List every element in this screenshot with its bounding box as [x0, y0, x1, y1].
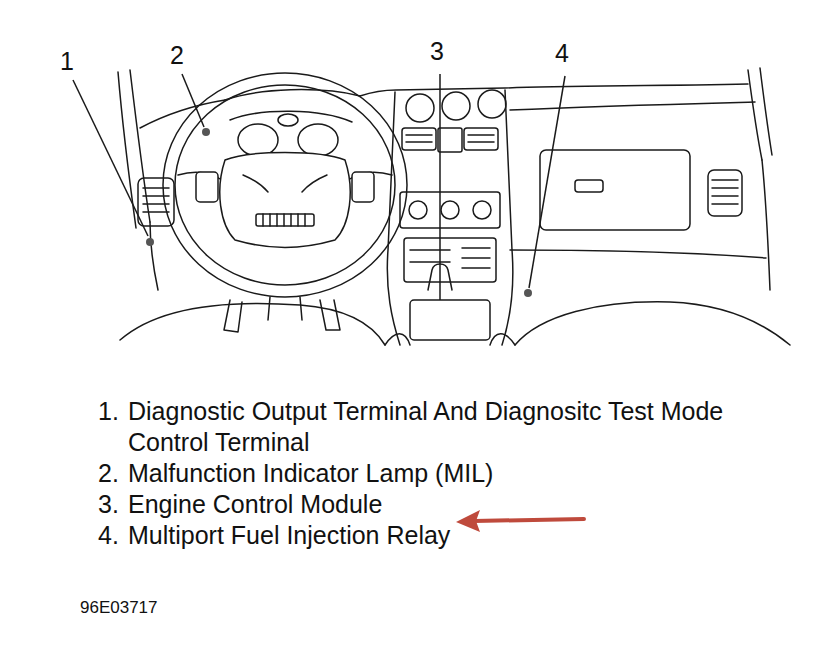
list-text: Engine Control Module: [128, 489, 448, 520]
glove-box-latch: [575, 180, 603, 192]
callout-number: 3: [430, 36, 444, 67]
leader-line: [182, 74, 204, 127]
a-pillar: [760, 68, 772, 155]
vent-slats: [406, 135, 494, 142]
dashboard-drawing: [118, 68, 790, 345]
leader-line: [529, 76, 565, 288]
console: [410, 300, 490, 340]
list-number-slot: 3.: [98, 489, 119, 520]
list-number: 2.: [98, 458, 119, 489]
list-number: 3.: [98, 489, 119, 520]
radio: [404, 238, 496, 282]
gauge: [298, 124, 338, 156]
relay-spot: [524, 289, 532, 297]
list-number-slot: 1.: [98, 396, 119, 427]
list-text-slot: Diagnostic Output Terminal And Diagnosit…: [128, 396, 788, 458]
dash-edge: [510, 102, 755, 110]
center-stack: [387, 90, 513, 345]
list-number: 4.: [98, 520, 119, 551]
seat-edge: [385, 334, 515, 345]
leader-line: [439, 74, 441, 300]
steering-hub: [220, 153, 350, 248]
diagnostic-terminal-spot: [146, 238, 154, 246]
list-text-slot: Multiport Fuel Injection Relay: [128, 520, 788, 551]
seat: [515, 302, 790, 345]
list-text-slot: Malfunction Indicator Lamp (MIL): [128, 458, 788, 489]
center-vent: [464, 128, 498, 150]
hazard-switch: [438, 128, 462, 152]
mil-spot: [202, 128, 210, 136]
list-text: Malfunction Indicator Lamp (MIL): [128, 458, 788, 489]
horn-grille: [256, 214, 314, 226]
callout-number-slot: 1: [60, 46, 74, 77]
callout-number-slot: 3: [430, 36, 444, 67]
list-number-slot: 4.: [98, 520, 119, 551]
steering-wheel-rim: [163, 73, 407, 297]
round-vent: [406, 94, 434, 122]
steering-column: [268, 297, 302, 320]
component-spots: [146, 128, 532, 297]
steering-wheel-rim: [175, 85, 395, 285]
callout-number: 1: [60, 46, 74, 77]
figure-code-slot: 96E03717: [80, 598, 158, 618]
dash-side: [762, 160, 770, 290]
knob: [409, 201, 427, 219]
a-pillar: [130, 70, 150, 222]
figure-code: 96E03717: [80, 598, 158, 618]
cluster: [230, 111, 352, 122]
right-vent: [708, 170, 742, 216]
knob: [441, 201, 459, 219]
seat: [120, 303, 385, 345]
dash-lower: [510, 250, 766, 258]
gauge: [238, 124, 278, 156]
knob: [473, 201, 491, 219]
leader-line: [73, 80, 148, 236]
callout-number-slot: 4: [555, 38, 569, 69]
vent-slats: [712, 180, 738, 204]
switch-pod: [196, 172, 218, 202]
round-vent: [478, 90, 506, 118]
list-text: Multiport Fuel Injection Relay: [128, 520, 788, 551]
list-number-slot: 2.: [98, 458, 119, 489]
radio-details: [410, 248, 490, 268]
list-text-slot: Engine Control Module: [128, 489, 448, 520]
switch-pod: [352, 172, 374, 202]
red-arrow-head: [456, 510, 480, 532]
gauge: [278, 114, 298, 126]
red-arrow-shaft: [474, 519, 584, 521]
glove-box: [540, 150, 690, 230]
leader-lines: [73, 74, 565, 300]
list-text: Diagnostic Output Terminal And Diagnosit…: [128, 396, 788, 458]
hub-crease: [243, 175, 327, 192]
center-vent: [402, 128, 436, 150]
climate-panel: [400, 192, 500, 228]
callout-number-slot: 2: [170, 40, 184, 71]
dash-side: [150, 222, 158, 290]
list-number: 1.: [98, 396, 119, 427]
red-arrow: [456, 510, 584, 532]
horn-grille-lines: [263, 214, 305, 226]
a-pillar: [748, 70, 762, 160]
callout-number: 4: [555, 38, 569, 69]
callout-number: 2: [170, 40, 184, 71]
pedals: [224, 300, 340, 332]
round-vent: [442, 92, 470, 120]
